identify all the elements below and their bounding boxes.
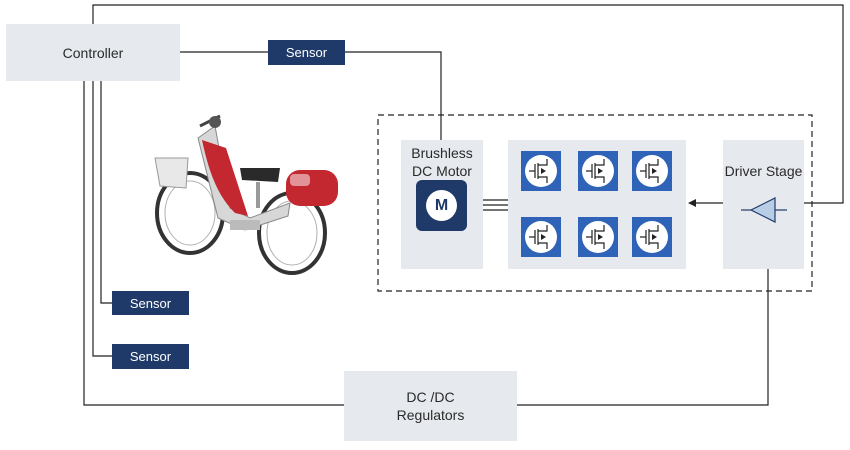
seat bbox=[240, 168, 280, 182]
motor-block: Brushless DC Motor bbox=[401, 140, 483, 269]
driver-label: Driver Stage bbox=[724, 163, 803, 179]
frame-red bbox=[202, 140, 248, 216]
mosfet-icon bbox=[632, 217, 672, 257]
controller-label: Controller bbox=[62, 44, 124, 61]
sensor-label: Sensor bbox=[129, 349, 172, 364]
driver-stage-block: Driver Stage bbox=[723, 140, 804, 269]
mosfet-icon bbox=[521, 151, 561, 191]
sensor-label: Sensor bbox=[285, 45, 328, 60]
basket bbox=[154, 157, 189, 189]
dcdc-label-line1: DC /DC bbox=[406, 389, 455, 405]
arrow-head-icon bbox=[688, 199, 696, 207]
wire-controller-sensor-mid bbox=[100, 81, 112, 304]
motor-icon: M bbox=[416, 180, 467, 231]
sensor-label: Sensor bbox=[129, 295, 172, 311]
motor-label-line2: DC Motor bbox=[412, 163, 472, 179]
wire-controller-sensor-bot bbox=[92, 81, 112, 357]
sensor-box-bottom: Sensor bbox=[112, 344, 189, 369]
ebike-image bbox=[154, 114, 338, 275]
motor-label-line1: Brushless bbox=[411, 145, 473, 161]
mosfet-icon bbox=[578, 151, 618, 191]
power-stage-outline bbox=[377, 114, 813, 292]
controller-block: Controller bbox=[6, 24, 180, 81]
wire-controller-driver bbox=[92, 4, 844, 204]
mosfet-icon bbox=[632, 151, 672, 191]
dcdc-regulators-block: DC /DC Regulators bbox=[344, 371, 517, 441]
wire-controller-dcdc bbox=[83, 81, 344, 406]
motor-symbol: M bbox=[434, 196, 449, 214]
wire-dcdc-driver bbox=[517, 269, 769, 406]
mosfet-icon bbox=[578, 217, 618, 257]
wire-sensor-motor bbox=[345, 51, 442, 140]
sensor-box-top: Sensor bbox=[268, 40, 345, 65]
amplifier-icon bbox=[740, 197, 787, 223]
sensor-box-middle: Sensor bbox=[112, 291, 189, 315]
dcdc-label-line2: Regulators bbox=[396, 407, 465, 423]
mosfet-icon bbox=[521, 217, 561, 257]
